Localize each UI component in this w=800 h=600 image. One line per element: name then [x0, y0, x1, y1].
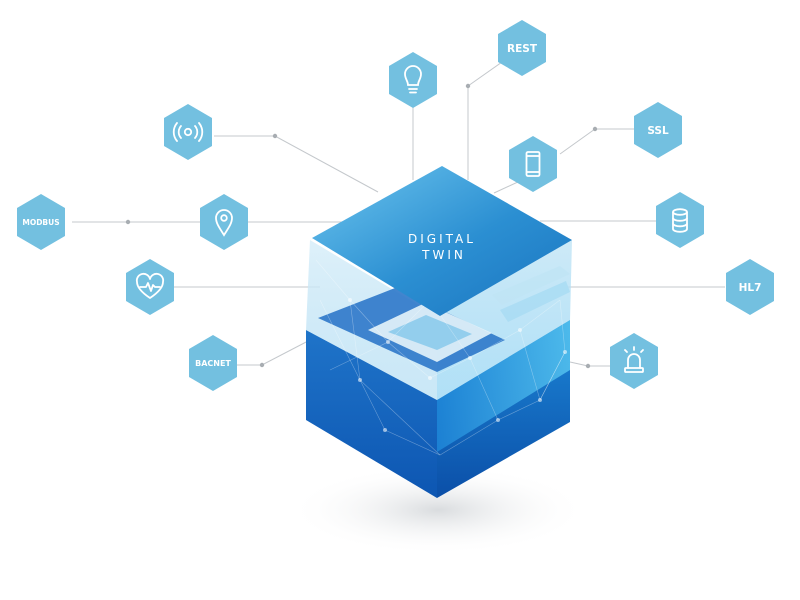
lightbulb-icon: [404, 65, 422, 94]
mobile-phone-icon: [525, 151, 541, 177]
database-icon: [672, 208, 688, 233]
cube-title-line1: DIGITAL: [408, 232, 476, 246]
ssl-label: SSL: [647, 125, 669, 137]
cube-stair-2: [500, 281, 570, 322]
cube-shadow: [288, 465, 588, 555]
hl7-label: HL7: [739, 282, 762, 294]
cube-mesh-dots: [348, 298, 567, 432]
node-mobile: [509, 136, 557, 192]
node-hl7: HL7: [726, 259, 774, 315]
connector-bacnet: [236, 339, 311, 366]
node-location: [200, 194, 248, 250]
node-lightbulb: [389, 52, 437, 108]
connector-dots: [125, 83, 598, 369]
alarm-siren-icon: [624, 346, 644, 373]
cube-top-face: [312, 166, 572, 316]
modbus-label: MODBUS: [22, 218, 59, 227]
wireless-signal-icon: [172, 122, 204, 142]
node-bacnet: BACNET: [189, 335, 237, 391]
cube-left-face: [306, 330, 437, 498]
rest-label: REST: [507, 43, 538, 55]
node-rest: REST: [498, 20, 546, 76]
cube-title-line2: TWIN: [421, 248, 466, 262]
node-heart: [126, 259, 174, 315]
node-ssl: SSL: [634, 102, 682, 158]
digital-twin-cube: DIGITAL TWIN: [306, 166, 572, 498]
cube-stair-1: [492, 266, 570, 305]
location-pin-icon: [215, 209, 233, 237]
node-alarm: [610, 333, 658, 389]
node-modbus: MODBUS: [17, 194, 65, 250]
heart-rate-icon: [135, 272, 165, 299]
node-database: [656, 192, 704, 248]
connector-wireless: [214, 135, 379, 193]
bacnet-label: BACNET: [195, 359, 231, 368]
node-wireless: [164, 104, 212, 160]
